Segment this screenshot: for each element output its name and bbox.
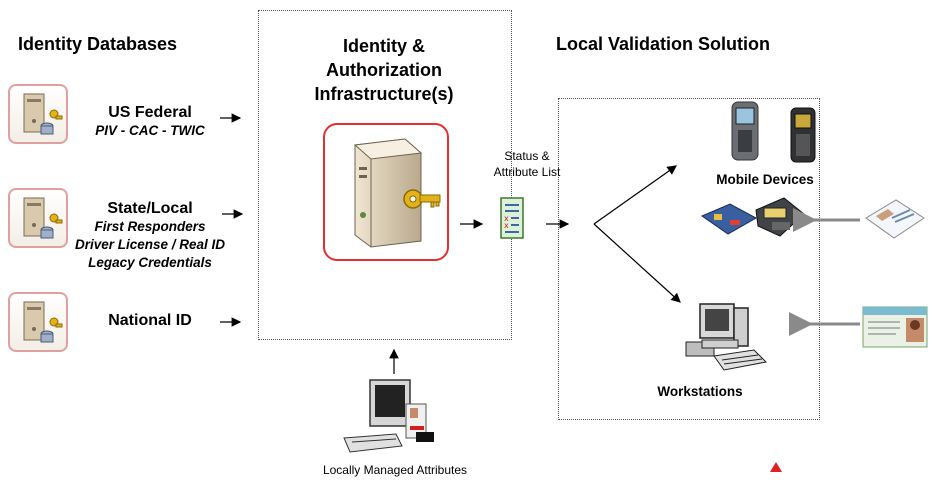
status-list-label-line-1: Status & (504, 149, 550, 163)
workstation-icon (678, 300, 770, 372)
admin-computer-icon (340, 376, 440, 456)
svg-text:x: x (504, 214, 509, 223)
database-server-icon (8, 292, 68, 352)
infrastructure-heading-line-2: Authorization (326, 60, 442, 80)
database-name: US Federal (108, 104, 192, 121)
workstations-label: Workstations (657, 384, 743, 399)
handheld-device-icon (786, 106, 820, 164)
id-card-icon (862, 196, 926, 242)
local-attributes-label: Locally Managed Attributes (322, 463, 468, 477)
database-detail: Legacy Credentials (88, 255, 212, 270)
card-reader-icon (700, 196, 810, 242)
database-server-icon (8, 84, 68, 144)
mobile-devices-label: Mobile Devices (716, 172, 814, 187)
database-detail: First Responders (94, 219, 206, 234)
status-list-icon: x x (500, 197, 524, 239)
local-validation-heading: Local Validation Solution (556, 34, 771, 54)
infrastructure-heading-line-3: Infrastructure(s) (314, 84, 454, 104)
database-server-icon (8, 188, 68, 248)
database-detail: PIV - CAC - TWIC (95, 123, 205, 138)
arrow-to-workstation (593, 223, 681, 303)
server-key-icon (353, 138, 441, 248)
arrow-to-mobile (593, 165, 677, 225)
infrastructure-box (258, 10, 512, 340)
database-detail: Driver License / Real ID (74, 237, 226, 252)
svg-text:x: x (504, 221, 509, 230)
infrastructure-heading-line-1: Identity & (342, 36, 425, 56)
id-card-icon (862, 306, 928, 348)
authorization-server (323, 123, 449, 261)
database-name: National ID (108, 312, 192, 329)
local-validation-box (558, 98, 820, 420)
identity-databases-heading: Identity Databases (18, 34, 178, 54)
database-state-local: State/Local First Responders Driver Lice… (58, 200, 242, 272)
marker-icon (770, 462, 782, 472)
infrastructure-heading: Identity & Authorization Infrastructure(… (258, 34, 510, 106)
database-name: State/Local (107, 200, 193, 217)
status-list-label: Status & Attribute List (484, 148, 570, 180)
handheld-device-icon (728, 100, 762, 162)
status-list-label-line-2: Attribute List (493, 165, 561, 179)
database-national-id: National ID (70, 312, 230, 330)
database-us-federal: US Federal PIV - CAC - TWIC (70, 104, 230, 140)
